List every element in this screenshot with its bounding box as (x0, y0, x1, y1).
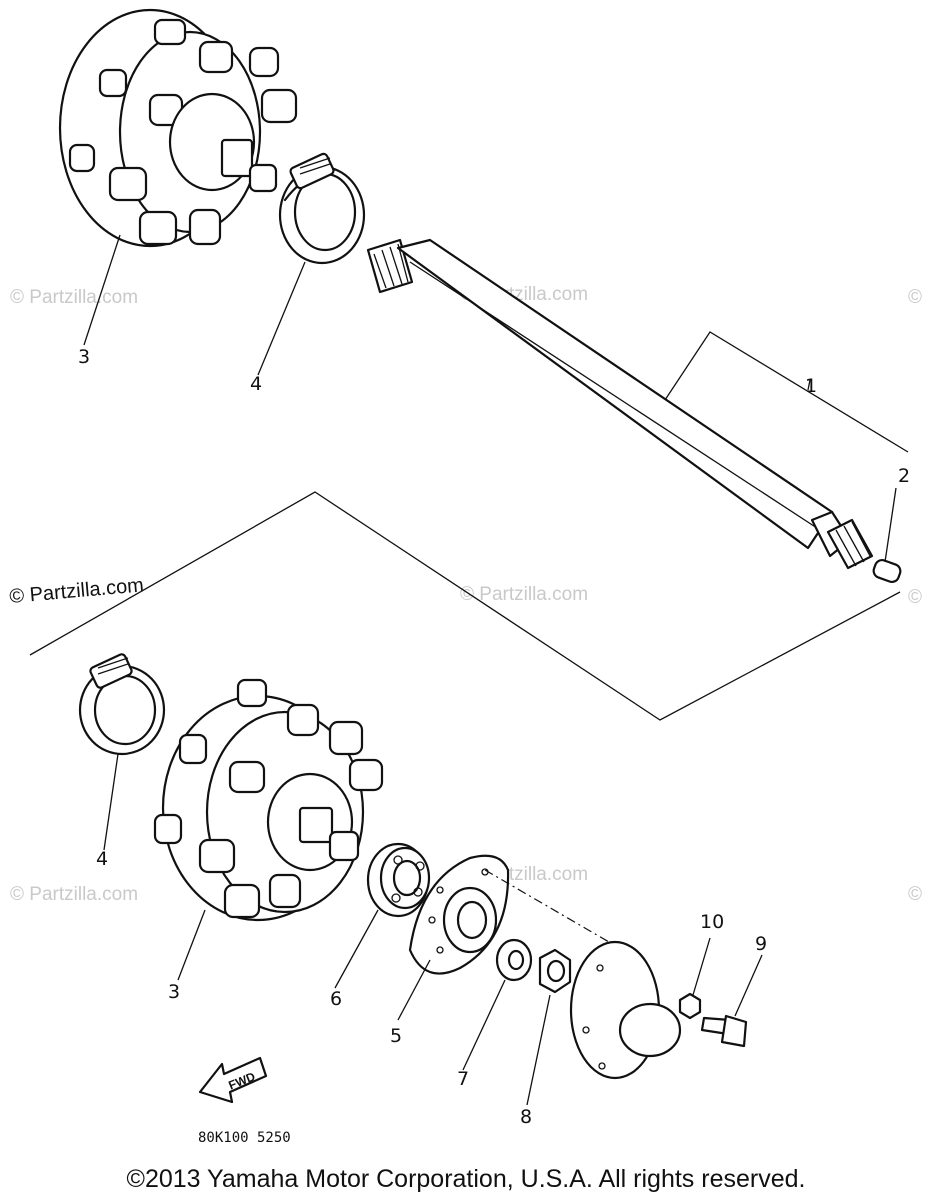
fwd-arrow: FWD (198, 1056, 268, 1104)
callout-4-top: 4 (250, 373, 262, 395)
copyright-notice: ©2013 Yamaha Motor Corporation, U.S.A. A… (127, 1165, 806, 1193)
callout-2: 2 (898, 465, 910, 487)
spacer (872, 558, 902, 584)
leader-lines (83, 234, 897, 1106)
clamp-bottom (78, 653, 166, 756)
bolt (700, 1014, 748, 1048)
watermark-strong: © Partzilla.com (9, 574, 145, 608)
watermark: © (908, 287, 922, 308)
watermark: © Partzilla.com (460, 584, 588, 605)
callout-4-bottom: 4 (96, 848, 108, 870)
callout-3-top: 3 (78, 346, 90, 368)
callout-9: 9 (755, 933, 767, 955)
small-nut (678, 992, 702, 1020)
watermark: © (908, 884, 922, 905)
callout-5: 5 (390, 1025, 402, 1047)
assembly-lines (29, 331, 909, 721)
callout-10: 10 (700, 911, 724, 933)
sprocket-bottom (153, 678, 384, 922)
bearing (366, 842, 431, 918)
callout-8: 8 (520, 1106, 532, 1128)
washer (495, 938, 533, 982)
callout-6: 6 (330, 988, 342, 1010)
callout-3-bottom: 3 (168, 981, 180, 1003)
nut (538, 948, 572, 994)
flange-plate (408, 854, 510, 975)
callout-1: 1 (805, 375, 817, 397)
hub-flange (484, 869, 682, 1080)
watermark: © Partzilla.com (10, 884, 138, 905)
diagram-code: 80K100 5250 (198, 1130, 291, 1146)
callout-7: 7 (457, 1068, 469, 1090)
clamp-top (278, 152, 366, 265)
watermark: © Partzilla.com (10, 287, 138, 308)
watermark: © (908, 587, 922, 608)
drive-shaft (366, 238, 874, 570)
callouts: 3 4 1 2 4 3 6 5 7 8 10 9 (78, 346, 910, 1128)
sprocket-top (58, 8, 298, 248)
